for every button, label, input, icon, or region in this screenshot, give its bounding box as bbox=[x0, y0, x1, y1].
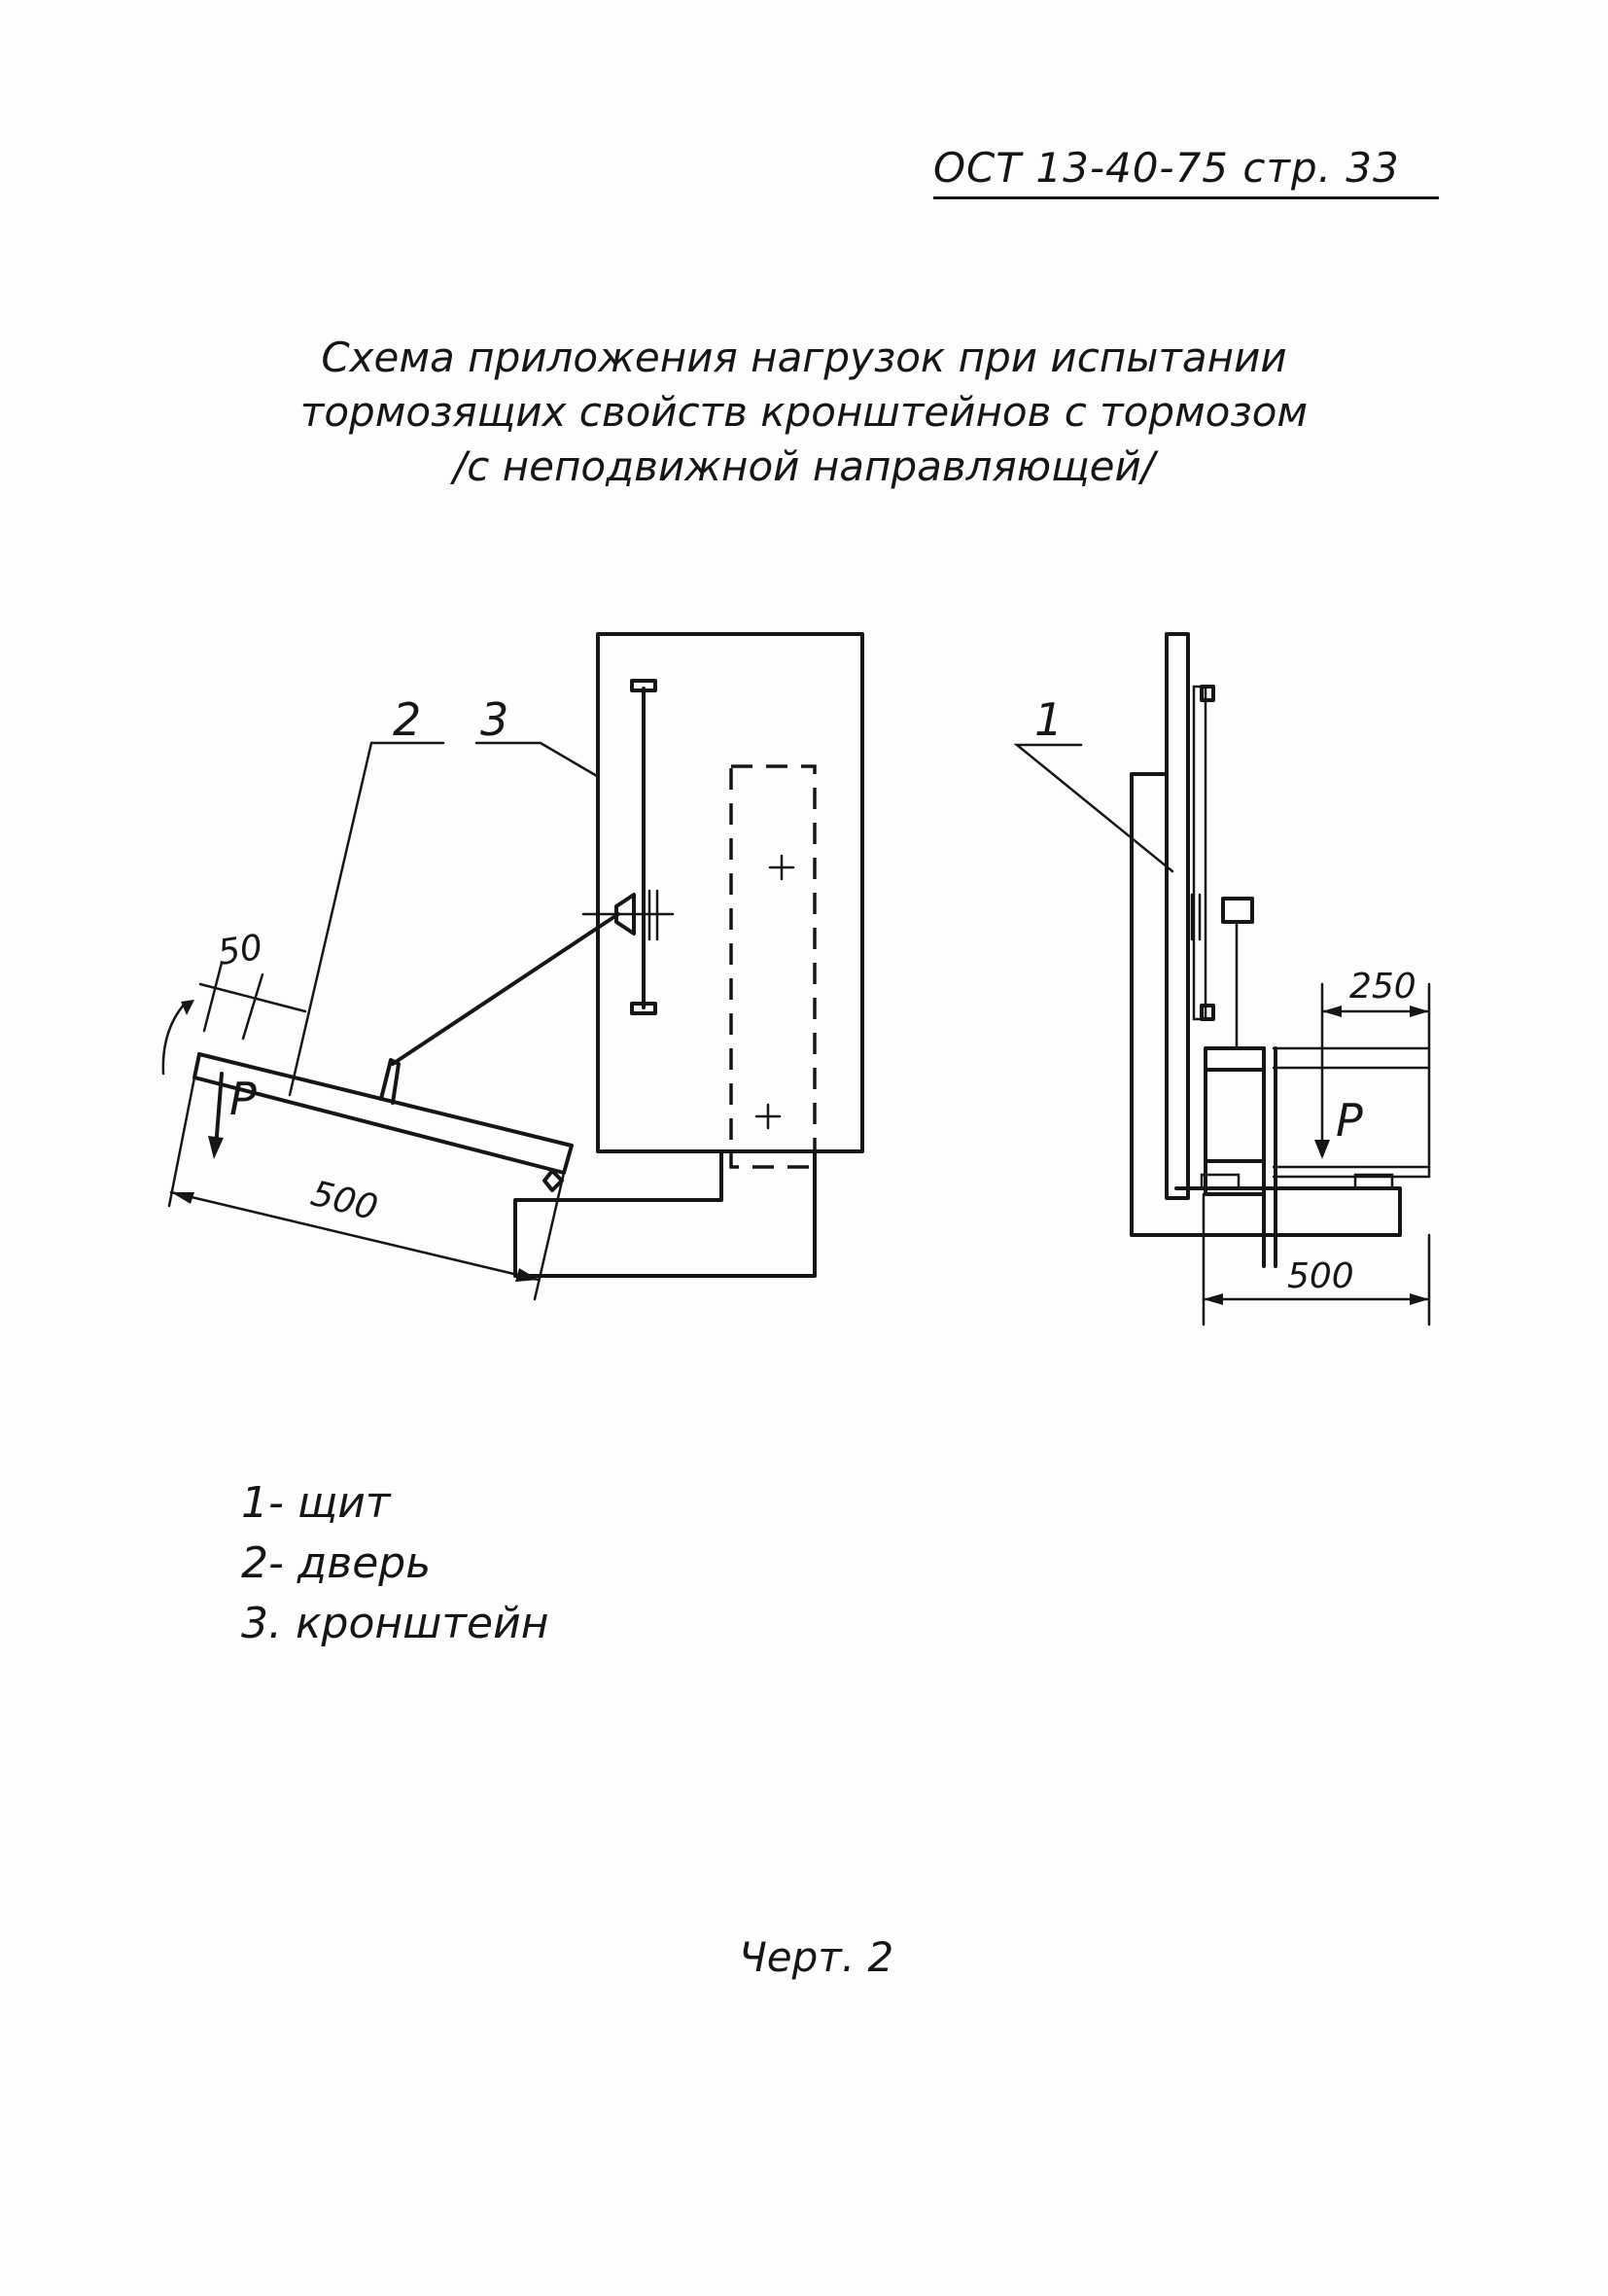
left-load-arrow bbox=[214, 1072, 224, 1149]
left-dimension-500: 500 bbox=[307, 1174, 382, 1228]
document-reference: ОСТ 13-40-75 стр. 33 bbox=[933, 144, 1400, 192]
legend-item-bracket: 3. кронштейн bbox=[241, 1599, 549, 1648]
left-view: 2 3 50 500 P bbox=[161, 632, 864, 1301]
callout-1: 1 bbox=[1034, 693, 1063, 746]
callout-3: 3 bbox=[480, 693, 508, 746]
right-dimension-250: 250 bbox=[1349, 967, 1416, 1007]
legend-item-panel: 1- щит bbox=[241, 1478, 391, 1528]
callout-leader-1 bbox=[1013, 743, 1174, 873]
right-view: 1 250 500 P bbox=[1013, 632, 1431, 1326]
panel-side bbox=[1165, 632, 1190, 1200]
callout-leader-3 bbox=[474, 741, 599, 778]
title-line-3: /с неподвижной направляющей/ bbox=[453, 442, 1155, 490]
left-dimension-50: 50 bbox=[216, 928, 265, 973]
title-line-2: тормозящих свойств кронштейнов с тормозо… bbox=[299, 388, 1309, 436]
dashed-unit bbox=[729, 764, 817, 1169]
load-hook bbox=[379, 1058, 401, 1105]
right-dimension-500: 500 bbox=[1287, 1256, 1354, 1296]
figure-caption: Черт. 2 bbox=[739, 1933, 894, 1981]
callout-2: 2 bbox=[393, 693, 421, 746]
base-bracket bbox=[513, 1149, 817, 1278]
load-cable bbox=[391, 912, 620, 1066]
right-load-label: P bbox=[1336, 1094, 1363, 1147]
legend-item-door: 2- дверь bbox=[241, 1538, 432, 1588]
callout-leader-2 bbox=[288, 741, 445, 1097]
title-line-1: Схема приложения нагрузок при испытании bbox=[321, 334, 1287, 381]
left-load-label: P bbox=[229, 1073, 257, 1125]
header-underline bbox=[933, 196, 1439, 199]
left-dimension-line-500 bbox=[169, 1190, 541, 1282]
